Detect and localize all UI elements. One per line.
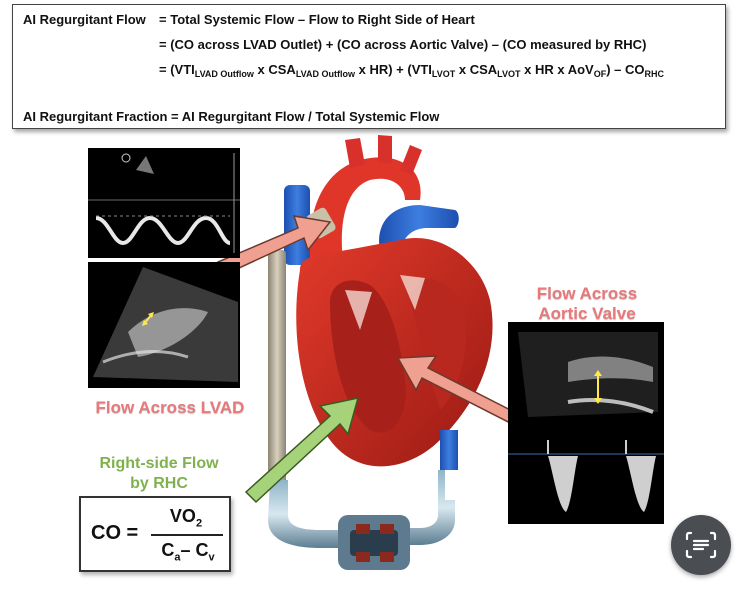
aortic-echo-panel (508, 322, 664, 432)
lvad-echo-panel (88, 262, 240, 388)
echo-image (88, 262, 240, 388)
aortic-doppler-panel (508, 432, 664, 524)
co-equation-box: CO = VO2 Ca– Cv (79, 496, 231, 572)
lvad-pump-magnet (356, 524, 370, 534)
inferior-vena-cava (440, 430, 458, 470)
lvad-doppler-panel (88, 148, 240, 258)
lvad-tubing-left (268, 480, 345, 548)
label-flow-across-lvad: Flow Across LVAD (80, 398, 260, 418)
scan-text-button[interactable] (671, 515, 731, 575)
lvad-pump-magnet (356, 552, 370, 562)
aortic-echo-image (508, 322, 664, 432)
denominator-term: – C (180, 540, 208, 560)
numerator-text: VO (170, 506, 196, 526)
doppler-waveform (88, 148, 240, 258)
lvad-pump-magnet (380, 552, 394, 562)
co-equation-lhs: CO = (91, 522, 138, 545)
aortic-doppler-waveform (508, 432, 664, 524)
label-aortic-line-1: Flow Across (512, 284, 662, 304)
denominator-subscript: v (209, 552, 215, 564)
lvad-outflow-graft (268, 250, 286, 490)
label-right-side-line-2: by RHC (74, 474, 244, 494)
label-flow-across-aortic-valve: Flow Across Aortic Valve (512, 284, 662, 324)
label-right-side-line-1: Right-side Flow (74, 454, 244, 474)
fraction-bar (151, 534, 223, 536)
co-equation-denominator: Ca– Cv (153, 540, 223, 564)
label-aortic-line-2: Aortic Valve (512, 304, 662, 324)
numerator-subscript: 2 (196, 518, 202, 530)
label-right-side-flow: Right-side Flow by RHC (74, 454, 244, 494)
denominator-term: C (161, 540, 174, 560)
lvad-pump-magnet (380, 524, 394, 534)
co-equation-numerator: VO2 (153, 506, 219, 530)
scan-text-icon (671, 515, 731, 575)
